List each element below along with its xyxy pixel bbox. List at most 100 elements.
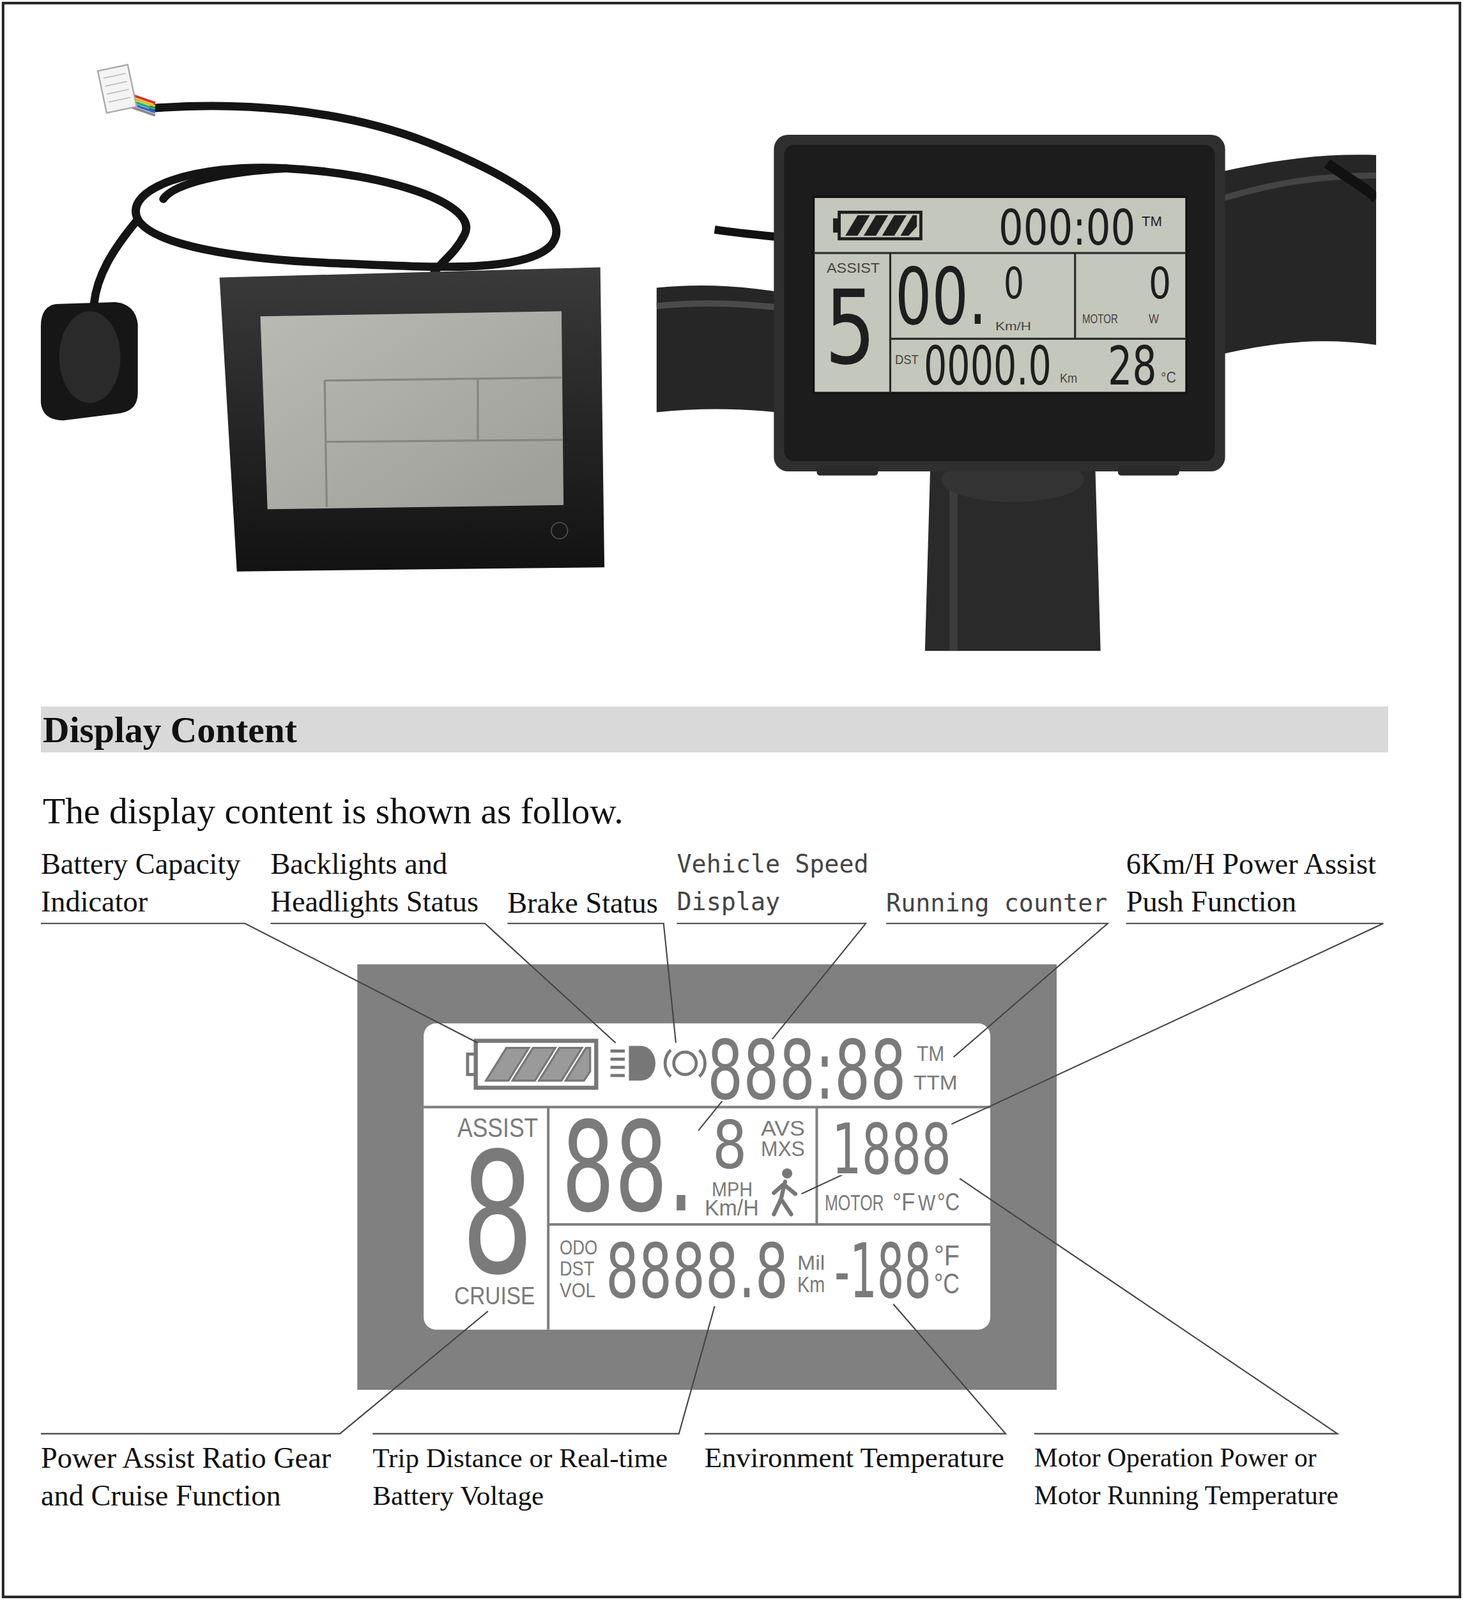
lcd-segment-text: Mil xyxy=(797,1256,825,1271)
brake-icon xyxy=(699,1050,706,1078)
cable xyxy=(93,219,138,305)
leader-line xyxy=(372,1306,715,1435)
lcd-segment-text: °F xyxy=(934,1245,960,1267)
cable xyxy=(163,168,287,200)
lcd-segment-text: 00. xyxy=(895,267,988,327)
walking-person-icon xyxy=(773,1181,796,1215)
leader-line xyxy=(959,1178,1338,1434)
lcd-segment-text: 8 xyxy=(712,1121,747,1171)
display-housing xyxy=(219,267,605,572)
brake-icon xyxy=(674,1052,697,1075)
lcd-divider xyxy=(813,252,1187,255)
lcd-segment-text: TM xyxy=(1141,216,1163,227)
lcd-divider xyxy=(889,252,892,393)
lcd-segment-text: °C xyxy=(934,1273,960,1295)
callout-label: Running counter xyxy=(886,884,1119,922)
lcd-motor-cell: 0MOTORW xyxy=(1075,252,1187,339)
callout-label: Trip Distance or Real-time Battery Volta… xyxy=(372,1439,684,1515)
lcd-segment-text: Km/H xyxy=(995,322,1032,331)
button-clip xyxy=(40,302,138,421)
lcd-segment-text: Km xyxy=(1059,373,1078,384)
callout-label: Motor Operation Power or Motor Running T… xyxy=(1034,1439,1359,1515)
lcd-divider xyxy=(815,1107,818,1225)
lcd-segment-text: MOTOR xyxy=(824,1194,885,1212)
lcd-segment-text: 888:88 xyxy=(707,1039,907,1102)
lcd-assist-cell: ASSIST8CRUISE xyxy=(423,1107,549,1331)
lcd-segment-text: CRUISE xyxy=(454,1286,535,1306)
lcd-segment-text: -188 xyxy=(834,1243,932,1301)
cable xyxy=(135,106,556,274)
stem xyxy=(949,479,958,652)
lcd-screen xyxy=(423,1023,991,1330)
lcd-segment-text: 0 xyxy=(1003,267,1025,301)
connector-plug xyxy=(97,64,137,114)
lcd-segment-text: ODO xyxy=(559,1240,598,1256)
lcd-segment-text: °C xyxy=(937,1192,960,1212)
lcd-divider xyxy=(889,337,1186,340)
callout-label: Brake Status xyxy=(507,884,676,922)
display-housing xyxy=(324,377,562,381)
lcd-segment-text: AVS xyxy=(760,1121,805,1138)
lcd-segment-text: TTM xyxy=(913,1075,958,1091)
button-clip xyxy=(59,311,121,404)
leader-line xyxy=(40,923,478,1044)
battery-icon xyxy=(475,1041,597,1088)
callout-label: Environment Temperature xyxy=(704,1439,1021,1478)
lcd-segment-text: 000:00 xyxy=(998,209,1136,246)
display-housing xyxy=(773,134,1225,472)
lcd-segment-text: °C xyxy=(1160,371,1177,384)
lcd-assist-cell: ASSIST 5 xyxy=(813,252,891,393)
walking-person-icon xyxy=(781,1168,793,1179)
connector-plug xyxy=(105,81,128,87)
leader-line xyxy=(507,923,676,1044)
lcd-divider xyxy=(548,1223,991,1226)
walking-person-icon xyxy=(773,1168,796,1215)
callout-label: Battery Capacity Indicator xyxy=(40,845,261,921)
button xyxy=(816,465,878,476)
battery-icon xyxy=(833,218,840,233)
headlight-icon xyxy=(610,1073,625,1078)
lcd-screen xyxy=(813,196,1187,393)
lcd-segment-text: DST xyxy=(895,355,919,365)
leader-line xyxy=(704,1304,1006,1435)
lcd-divider xyxy=(423,1107,991,1330)
headlight-icon xyxy=(610,1046,656,1081)
lcd-segment-text: 5 xyxy=(824,290,876,368)
cable xyxy=(714,229,777,237)
lcd-frame xyxy=(357,964,1057,1391)
lcd-bottom-row: DST0000.0Km28°C xyxy=(889,339,1186,394)
brake-icon xyxy=(665,1050,671,1078)
display-housing xyxy=(219,267,605,572)
lcd-segment-text: W xyxy=(1148,314,1159,324)
lcd-segment-text: ASSIST xyxy=(826,263,880,274)
battery-icon xyxy=(833,212,921,239)
display-housing xyxy=(260,311,565,510)
lcd-segment-text: 8 xyxy=(461,1151,534,1278)
lcd-segment-text: Km xyxy=(797,1276,825,1294)
callout-label: Backlights and Headlights Status xyxy=(270,845,498,921)
lcd-segment-text: VOL xyxy=(559,1283,596,1299)
lcd-speed-cell: 00. 0Km/H xyxy=(889,252,1075,339)
callout-label: Vehicle Speed Display xyxy=(677,845,882,921)
headlight-icon xyxy=(610,1057,625,1062)
battery-icon xyxy=(839,212,922,239)
callout-label: 6Km/H Power Assist Push Function xyxy=(1126,845,1395,921)
lcd-segment-text: 28 xyxy=(1107,346,1157,387)
lcd-segment-text: 8888.8 xyxy=(605,1243,789,1301)
lcd-segment-text: MXS xyxy=(760,1141,805,1158)
lcd-top-row: 888:88TMTTM xyxy=(423,1024,991,1108)
display-housing xyxy=(476,378,479,441)
display-housing xyxy=(324,380,327,508)
leader-line xyxy=(270,923,616,1044)
leader-line xyxy=(886,923,1108,1058)
connector-plug xyxy=(108,97,131,103)
lcd-segment-text: Km/H xyxy=(704,1199,759,1217)
button-clip xyxy=(40,302,138,421)
lcd-speed-cell: 88.8AVSMXSMPHKm/H xyxy=(548,1107,817,1226)
lcd-bottom-row: ODODSTVOL8888.8MilKm-188°F°C xyxy=(548,1225,991,1331)
lcd-segment-text: °F xyxy=(892,1192,915,1212)
intro-text: The display content is shown as follow. xyxy=(42,788,697,834)
button xyxy=(1118,465,1180,476)
lcd-segment-text: 1888 xyxy=(831,1123,952,1176)
